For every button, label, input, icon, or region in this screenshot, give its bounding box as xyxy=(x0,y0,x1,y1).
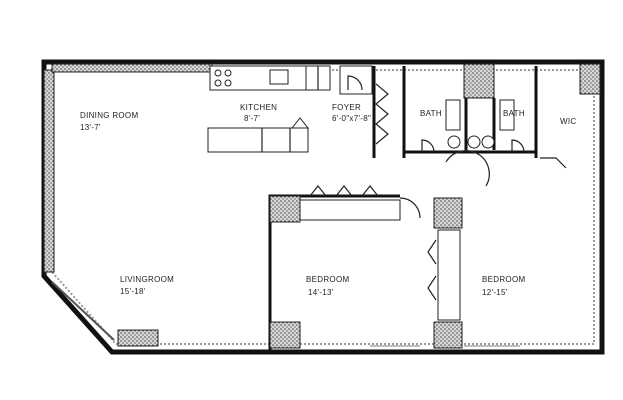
closet-door-folds xyxy=(375,83,389,145)
wic-label: WIC xyxy=(560,117,576,126)
closet-folds xyxy=(427,239,437,301)
bedroom1-label: BEDROOM xyxy=(306,275,349,284)
bath-label-2: BATH xyxy=(503,109,525,118)
bay-window xyxy=(51,281,115,341)
foyer-closet xyxy=(339,65,373,95)
closet-folds xyxy=(309,185,379,197)
bedroom-door-swing xyxy=(399,197,421,219)
bedroom1-hatch-bottom xyxy=(269,321,301,349)
toilet xyxy=(481,135,495,149)
kitchen-sink xyxy=(269,69,289,85)
wic-door xyxy=(540,157,567,169)
living-hatch xyxy=(117,329,159,347)
top-wall-hatch xyxy=(51,63,213,73)
living-room-label: LIVINGROOM xyxy=(120,275,174,284)
toilet xyxy=(447,135,461,149)
stove-burner xyxy=(214,69,222,77)
bedroom1-hatch-top xyxy=(269,195,301,223)
dining-room-dims: 13'-7' xyxy=(80,123,101,132)
kitchen-dims: 8'-7' xyxy=(244,114,260,123)
island-end xyxy=(290,117,310,129)
stove-burner xyxy=(224,69,232,77)
living-room-dims: 15'-18' xyxy=(120,287,146,296)
bath-door-swing xyxy=(511,139,525,153)
foyer-label: FOYER xyxy=(332,103,361,112)
bath-label-1: BATH xyxy=(420,109,442,118)
bedroom1-closet xyxy=(299,199,401,221)
bath-hatch-1 xyxy=(463,63,495,99)
shared-wall-hatch-top xyxy=(433,197,463,229)
bedroom1-dims: 14'-13' xyxy=(308,288,334,297)
foyer-dims: 6'-0"x7'-8" xyxy=(332,114,371,123)
hall-door-swing xyxy=(445,150,490,187)
tub xyxy=(445,99,461,131)
bedroom2-label: BEDROOM xyxy=(482,275,525,284)
kitchen-label: KITCHEN xyxy=(240,103,277,112)
bath-hatch-2 xyxy=(579,63,601,95)
bath-door-swing xyxy=(421,139,435,153)
left-wall-hatch xyxy=(43,69,55,273)
bedroom2-closet xyxy=(437,229,461,321)
tub xyxy=(499,99,515,131)
toilet xyxy=(467,135,481,149)
shared-wall-hatch-bottom xyxy=(433,321,463,349)
stove-burner xyxy=(224,79,232,87)
stove-burner xyxy=(214,79,222,87)
kitchen-island xyxy=(207,127,309,153)
bedroom2-dims: 12'-15' xyxy=(482,288,508,297)
dining-room-label: DINING ROOM xyxy=(80,111,138,120)
foyer-door-swing xyxy=(347,75,363,91)
